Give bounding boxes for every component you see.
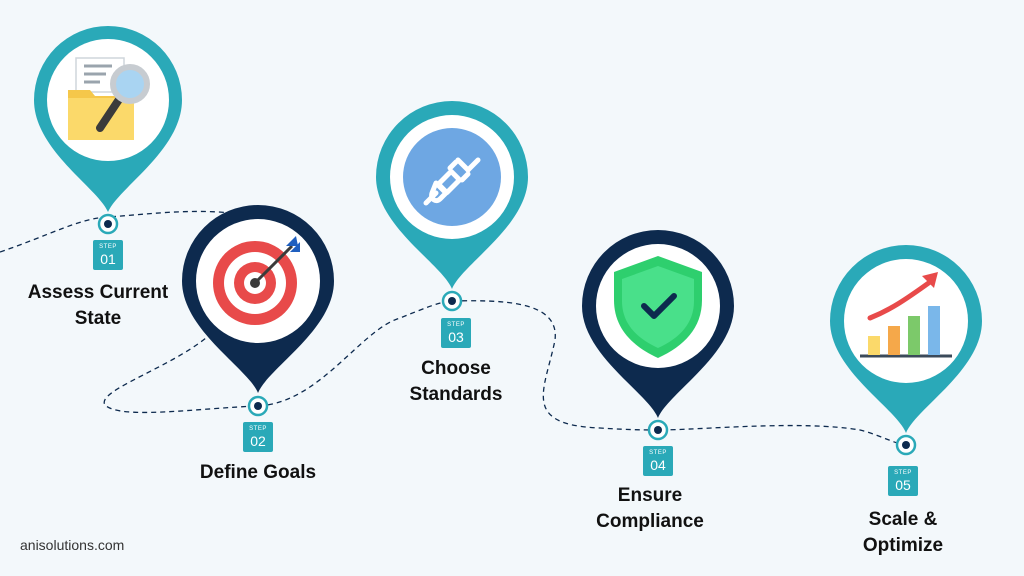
step-word: STEP xyxy=(447,322,465,328)
step-title-line1: Choose xyxy=(421,358,491,379)
step-number: 02 xyxy=(250,433,266,449)
step-title-03: Choose Standards xyxy=(410,356,503,408)
step-title-line1: Ensure xyxy=(617,485,683,506)
step-word: STEP xyxy=(99,244,117,250)
step-badge-05: STEP 05 xyxy=(888,466,918,496)
step-title-line1: Define Goals xyxy=(199,462,317,483)
step-badge-04: STEP 04 xyxy=(643,446,673,476)
step-word: STEP xyxy=(894,470,912,476)
step-number: 04 xyxy=(650,457,666,473)
step-number: 01 xyxy=(100,251,116,267)
step-title-02: Define Goals xyxy=(200,460,316,486)
step-title-01: Assess Current State xyxy=(28,280,168,332)
shield-check-icon xyxy=(614,256,702,358)
step-number: 05 xyxy=(895,477,911,493)
pin-step-05 xyxy=(830,245,982,456)
footer-brand: anisolutions.com xyxy=(20,537,125,553)
pin-step-02 xyxy=(182,205,334,417)
step-title-line2: Standards xyxy=(409,384,503,405)
target-arrow-icon xyxy=(213,236,300,325)
step-title-05: Scale & Optimize xyxy=(863,507,943,559)
step-word: STEP xyxy=(249,426,267,432)
step-title-line2: Compliance xyxy=(596,511,704,532)
step-title-04: Ensure Compliance xyxy=(596,483,704,535)
step-badge-03: STEP 03 xyxy=(441,318,471,348)
plug-connector-icon xyxy=(403,128,501,226)
step-badge-01: STEP 01 xyxy=(93,240,123,270)
step-title-line1: Scale & xyxy=(868,509,938,530)
step-title-line2: State xyxy=(74,308,122,329)
pin-step-04 xyxy=(582,230,734,441)
folder-magnifier-icon xyxy=(68,57,150,140)
step-title-line2: Optimize xyxy=(862,535,944,556)
step-title-line1: Assess Current xyxy=(27,282,169,303)
growth-chart-icon xyxy=(860,272,952,358)
step-badge-02: STEP 02 xyxy=(243,422,273,452)
step-word: STEP xyxy=(649,450,667,456)
step-number: 03 xyxy=(448,329,464,345)
pin-step-03 xyxy=(376,101,528,312)
pin-step-01 xyxy=(34,26,182,235)
